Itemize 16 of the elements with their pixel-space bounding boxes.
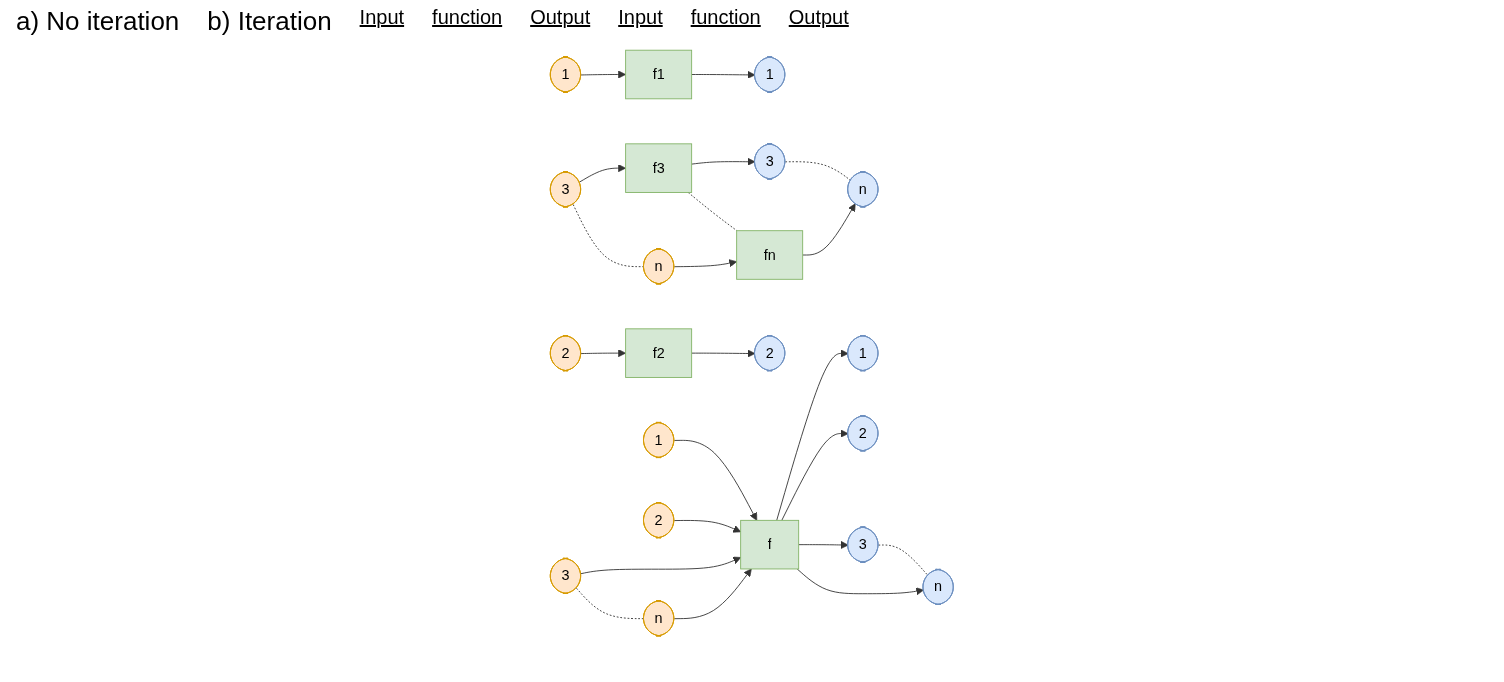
column-heading: Output <box>788 6 849 30</box>
panel-title: a) No iteration <box>16 6 180 37</box>
column-heading: Output <box>530 6 591 30</box>
node-box: f3 <box>625 143 693 193</box>
column-heading: Input <box>359 6 405 30</box>
column-heading: function <box>432 6 503 30</box>
connector <box>576 587 645 620</box>
connector <box>687 192 738 232</box>
column-heading: Input <box>618 6 663 30</box>
node-box: f1 <box>625 49 693 100</box>
node-box: f2 <box>625 328 693 378</box>
connector <box>878 544 929 576</box>
panel-title: b) Iteration <box>207 6 332 37</box>
column-heading: function <box>690 6 761 30</box>
node-box: f <box>740 519 800 570</box>
node-box: fn <box>736 230 804 280</box>
